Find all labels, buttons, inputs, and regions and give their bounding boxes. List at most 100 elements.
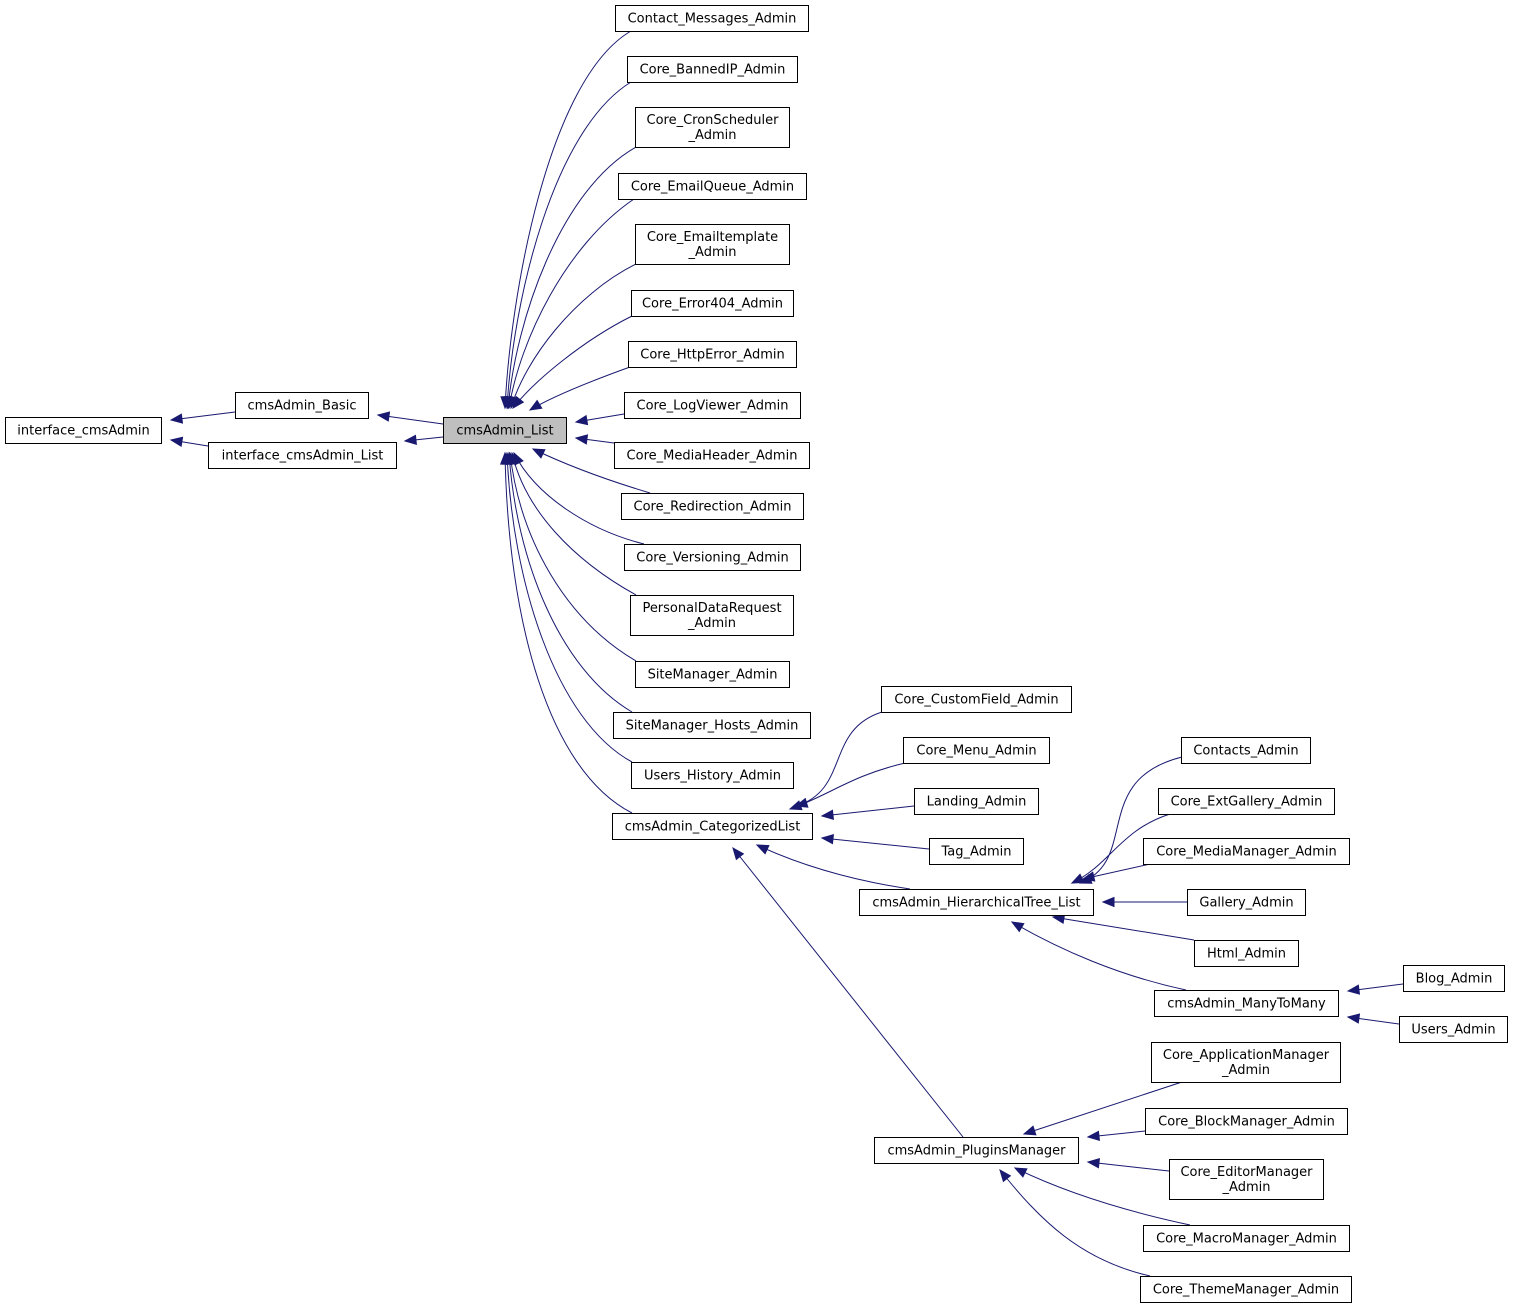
- edge-line: [512, 315, 633, 409]
- class-node-Core_Emailtemplate_Admin[interactable]: Core_Emailtemplate_Admin: [635, 224, 790, 265]
- edge-cmsAdmin_HierarchicalTree_List-to-cmsAdmin_CategorizedList: [755, 844, 911, 890]
- edge-arrowhead: [1346, 1013, 1361, 1024]
- edge-Users_Admin-to-cmsAdmin_ManyToMany: [1346, 1013, 1400, 1025]
- class-node-Core_BlockManager_Admin[interactable]: Core_BlockManager_Admin: [1145, 1108, 1348, 1135]
- class-node-label: PersonalDataRequest: [642, 601, 781, 616]
- edge-Html_Admin-to-cmsAdmin_HierarchicalTree_List: [1051, 913, 1195, 941]
- class-node-Users_History_Admin[interactable]: Users_History_Admin: [631, 762, 794, 789]
- class-node-Users_Admin[interactable]: Users_Admin: [1399, 1016, 1508, 1043]
- edge-line: [508, 452, 633, 713]
- class-node-Core_MediaHeader_Admin[interactable]: Core_MediaHeader_Admin: [614, 442, 810, 469]
- class-node-Landing_Admin[interactable]: Landing_Admin: [914, 788, 1039, 815]
- edge-cmsAdmin_List-to-cmsAdmin_Basic: [376, 411, 444, 425]
- edge-line: [732, 847, 964, 1138]
- edge-Core_CronScheduler_Admin-to-cmsAdmin_List: [503, 146, 637, 410]
- class-node-Contact_Messages_Admin[interactable]: Contact_Messages_Admin: [615, 5, 809, 32]
- class-node-box: [614, 442, 810, 469]
- class-node-Html_Admin[interactable]: Html_Admin: [1194, 940, 1299, 967]
- class-node-interface_cmsAdmin[interactable]: interface_cmsAdmin: [5, 417, 162, 444]
- class-node-Contacts_Admin[interactable]: Contacts_Admin: [1181, 737, 1311, 764]
- class-node-box: [1143, 1225, 1350, 1252]
- edge-Core_MediaHeader_Admin-to-cmsAdmin_List: [574, 434, 615, 445]
- class-node-box: [859, 889, 1094, 916]
- class-node-box: [635, 107, 790, 148]
- class-node-cmsAdmin_Basic[interactable]: cmsAdmin_Basic: [235, 392, 369, 419]
- class-node-cmsAdmin_HierarchicalTree_List[interactable]: cmsAdmin_HierarchicalTree_List: [859, 889, 1094, 916]
- class-node-label: Core_Versioning_Admin: [636, 551, 788, 566]
- class-node-Core_ApplicationManager_Admin[interactable]: Core_ApplicationManager_Admin: [1151, 1042, 1341, 1083]
- edge-Landing_Admin-to-cmsAdmin_CategorizedList: [820, 805, 915, 820]
- class-node-Core_Versioning_Admin[interactable]: Core_Versioning_Admin: [624, 544, 801, 571]
- class-node-Core_MediaManager_Admin[interactable]: Core_MediaManager_Admin: [1143, 838, 1350, 865]
- edge-line: [1071, 813, 1171, 884]
- class-node-label: cmsAdmin_List: [456, 424, 553, 439]
- class-node-SiteManager_Hosts_Admin[interactable]: SiteManager_Hosts_Admin: [613, 712, 811, 739]
- edge-line: [510, 263, 637, 409]
- class-node-cmsAdmin_PluginsManager[interactable]: cmsAdmin_PluginsManager: [874, 1137, 1079, 1164]
- class-node-Core_BannedIP_Admin[interactable]: Core_BannedIP_Admin: [627, 56, 798, 83]
- class-node-Core_HttpError_Admin[interactable]: Core_HttpError_Admin: [628, 341, 797, 368]
- class-node-box: [1143, 838, 1350, 865]
- class-node-Core_Error404_Admin[interactable]: Core_Error404_Admin: [631, 290, 794, 317]
- edge-PersonalDataRequest_Admin-to-cmsAdmin_List: [509, 451, 637, 596]
- edge-Core_MediaManager_Admin-to-cmsAdmin_HierarchicalTree_List: [1081, 863, 1151, 882]
- edge-arrowhead: [1070, 873, 1085, 884]
- class-node-Core_EmailQueue_Admin[interactable]: Core_EmailQueue_Admin: [618, 173, 807, 200]
- edge-line: [1087, 1161, 1170, 1172]
- class-node-label: Contacts_Admin: [1193, 744, 1298, 759]
- class-node-SiteManager_Admin[interactable]: SiteManager_Admin: [635, 661, 790, 688]
- class-node-box: [5, 417, 162, 444]
- class-node-label: Core_HttpError_Admin: [640, 348, 784, 363]
- class-node-Blog_Admin[interactable]: Blog_Admin: [1403, 965, 1505, 992]
- class-node-Core_Menu_Admin[interactable]: Core_Menu_Admin: [903, 737, 1050, 764]
- class-node-box: [1151, 1042, 1341, 1083]
- class-node-box: [1399, 1016, 1508, 1043]
- class-node-Core_ThemeManager_Admin[interactable]: Core_ThemeManager_Admin: [1140, 1276, 1352, 1303]
- class-node-label: cmsAdmin_CategorizedList: [625, 820, 801, 835]
- class-node-box: [903, 737, 1050, 764]
- class-node-Core_MacroManager_Admin[interactable]: Core_MacroManager_Admin: [1143, 1225, 1350, 1252]
- class-node-Core_LogViewer_Admin[interactable]: Core_LogViewer_Admin: [624, 392, 801, 419]
- class-node-box: [874, 1137, 1079, 1164]
- edge-Core_Menu_Admin-to-cmsAdmin_CategorizedList: [788, 762, 906, 811]
- class-node-label: Html_Admin: [1207, 947, 1286, 962]
- class-node-Tag_Admin[interactable]: Tag_Admin: [929, 838, 1024, 865]
- class-node-Core_CustomField_Admin[interactable]: Core_CustomField_Admin: [881, 686, 1072, 713]
- edge-cmsAdmin_Basic-to-interface_cmsAdmin: [169, 411, 236, 424]
- class-node-label: Core_MediaManager_Admin: [1156, 845, 1337, 860]
- class-node-PersonalDataRequest_Admin[interactable]: PersonalDataRequest_Admin: [630, 595, 794, 636]
- class-node-Core_EditorManager_Admin[interactable]: Core_EditorManager_Admin: [1169, 1159, 1324, 1200]
- class-node-Gallery_Admin[interactable]: Gallery_Admin: [1187, 889, 1306, 916]
- class-node-cmsAdmin_CategorizedList[interactable]: cmsAdmin_CategorizedList: [612, 813, 813, 840]
- class-node-label: Core_Redirection_Admin: [634, 500, 792, 515]
- class-node-box: [612, 813, 813, 840]
- edge-Core_BlockManager_Admin-to-cmsAdmin_PluginsManager: [1086, 1130, 1146, 1142]
- edge-arrowhead: [574, 434, 589, 445]
- edge-Core_Error404_Admin-to-cmsAdmin_List: [512, 315, 633, 410]
- class-node-label: cmsAdmin_PluginsManager: [887, 1144, 1066, 1159]
- class-node-cmsAdmin_ManyToMany[interactable]: cmsAdmin_ManyToMany: [1154, 990, 1339, 1017]
- class-node-box: [1140, 1276, 1352, 1303]
- edge-cmsAdmin_ManyToMany-to-cmsAdmin_HierarchicalTree_List: [1010, 921, 1187, 991]
- edge-line: [1023, 1081, 1183, 1135]
- edge-Core_LogViewer_Admin-to-cmsAdmin_List: [574, 413, 625, 426]
- class-node-label: Core_ThemeManager_Admin: [1153, 1283, 1339, 1298]
- class-node-Core_Redirection_Admin[interactable]: Core_Redirection_Admin: [621, 493, 804, 520]
- edge-Core_HttpError_Admin-to-cmsAdmin_List: [528, 366, 631, 411]
- edge-Core_ApplicationManager_Admin-to-cmsAdmin_PluginsManager: [1022, 1081, 1183, 1136]
- class-node-box: [1154, 990, 1339, 1017]
- class-node-label: Users_History_Admin: [644, 769, 781, 784]
- class-node-box: [613, 712, 811, 739]
- class-node-label: Landing_Admin: [927, 795, 1027, 810]
- edge-Gallery_Admin-to-cmsAdmin_HierarchicalTree_List: [1101, 896, 1187, 908]
- class-node-Core_CronScheduler_Admin[interactable]: Core_CronScheduler_Admin: [635, 107, 790, 148]
- class-node-label: Tag_Admin: [941, 845, 1012, 860]
- class-node-label: _Admin: [688, 128, 737, 143]
- edge-arrowhead: [499, 451, 511, 465]
- edge-Contact_Messages_Admin-to-cmsAdmin_List: [500, 30, 632, 410]
- class-node-interface_cmsAdmin_List[interactable]: interface_cmsAdmin_List: [208, 442, 397, 469]
- class-node-box: [1403, 965, 1505, 992]
- class-node-label: Core_CustomField_Admin: [894, 693, 1058, 708]
- class-node-box: [443, 417, 567, 444]
- class-node-Core_ExtGallery_Admin[interactable]: Core_ExtGallery_Admin: [1158, 788, 1335, 815]
